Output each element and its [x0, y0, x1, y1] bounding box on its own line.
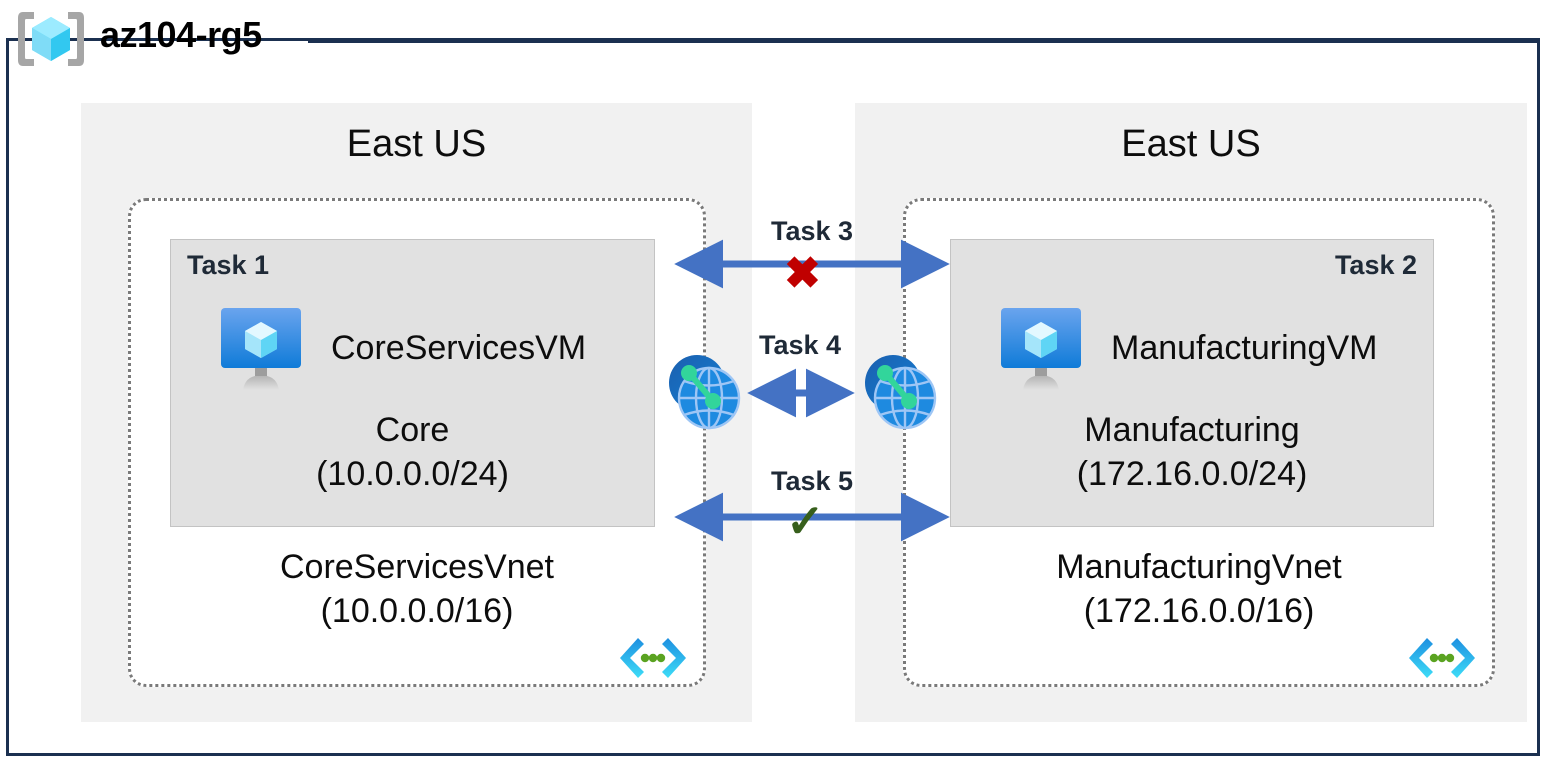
- subnet-core[interactable]: Task 1: [170, 239, 655, 527]
- region-panel-left: East US Task 1: [81, 103, 752, 722]
- vnet-coreservices[interactable]: Task 1: [128, 198, 706, 687]
- subnet-name-manufacturing-text: Manufacturing: [1084, 411, 1300, 449]
- subnet-name-core: Core (10.0.0.0/24): [171, 408, 654, 496]
- blocked-x-icon: ✖: [784, 249, 821, 298]
- allowed-check-icon: ✓: [786, 495, 825, 547]
- region-label-right: East US: [1121, 123, 1261, 165]
- subnet-name-manufacturing: Manufacturing (172.16.0.0/24): [951, 408, 1433, 496]
- vnet-name-coreservices-text: CoreServicesVnet: [279, 548, 554, 586]
- vm-row-manufacturing: ManufacturingVM: [951, 302, 1433, 394]
- task-tag-1: Task 1: [187, 250, 270, 280]
- virtual-machine-icon: [221, 308, 301, 390]
- task-tag-2: Task 2: [1334, 250, 1417, 280]
- subnet-name-core-text: Core: [375, 411, 450, 449]
- region-label-left: East US: [346, 123, 487, 165]
- task5-label: Task 5: [770, 466, 854, 496]
- vnet-manufacturing[interactable]: Task 2: [903, 198, 1495, 687]
- vnet-peering-icon: [669, 355, 741, 430]
- page-title: az104-rg5: [100, 14, 262, 55]
- vm-label-coreservices: CoreServicesVM: [331, 328, 587, 367]
- task3-label: Task 3: [770, 216, 854, 246]
- subnet-manufacturing[interactable]: Task 2: [950, 239, 1434, 527]
- vnet-name-manufacturing-text: ManufacturingVnet: [1056, 548, 1342, 586]
- virtual-machine-icon: [1001, 308, 1081, 390]
- task4-label: Task 4: [758, 330, 842, 360]
- subnet-range-manufacturing: (172.16.0.0/24): [1076, 455, 1308, 494]
- vm-row-coreservices: CoreServicesVM: [171, 302, 654, 394]
- vnet-peering-icon: [865, 355, 937, 430]
- resource-group-cube-icon: [18, 12, 84, 66]
- header-rule: [308, 40, 1540, 43]
- vnet-range-manufacturing: (172.16.0.0/16): [1083, 591, 1315, 630]
- region-panel-right: East US Task 2: [855, 103, 1527, 722]
- vnet-icon: [620, 638, 686, 678]
- vnet-name-manufacturing: ManufacturingVnet (172.16.0.0/16): [906, 546, 1492, 633]
- subnet-range-core: (10.0.0.0/24): [316, 455, 509, 494]
- vnet-range-coreservices: (10.0.0.0/16): [320, 591, 514, 630]
- vnet-icon: [1409, 638, 1475, 678]
- vm-label-manufacturing: ManufacturingVM: [1111, 328, 1378, 367]
- vnet-name-coreservices: CoreServicesVnet (10.0.0.0/16): [131, 546, 703, 633]
